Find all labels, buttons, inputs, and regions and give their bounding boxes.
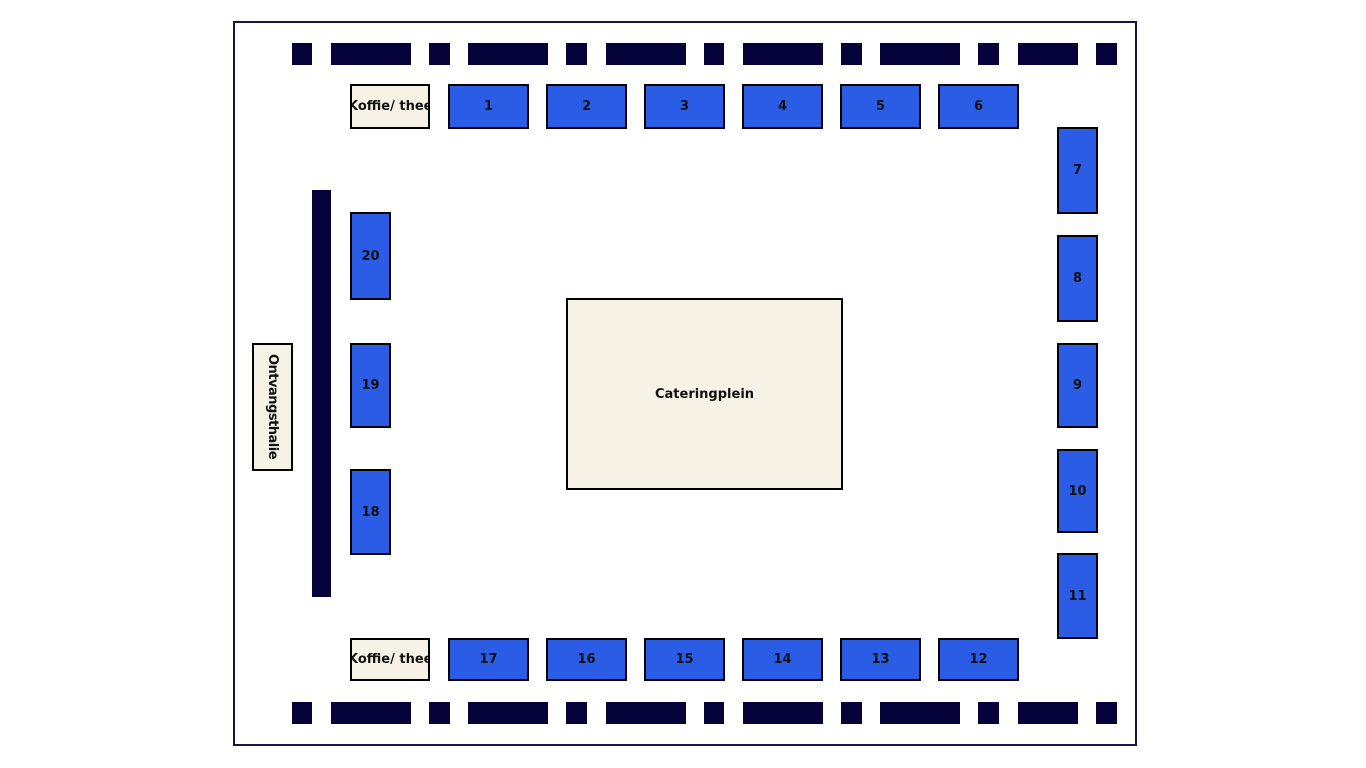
booth-2[interactable]: 2 [546, 84, 627, 129]
booth-4[interactable]: 4 [742, 84, 823, 129]
booth-3[interactable]: 3 [644, 84, 725, 129]
window-segment [1096, 702, 1117, 724]
booth-7[interactable]: 7 [1057, 127, 1098, 214]
window-segment [1096, 43, 1117, 65]
booth-18[interactable]: 18 [350, 469, 391, 555]
window-segment [880, 43, 960, 65]
booth-10[interactable]: 10 [1057, 449, 1098, 533]
window-segment [292, 702, 312, 724]
window-segment [841, 702, 862, 724]
window-segment [978, 43, 999, 65]
booth-19[interactable]: 19 [350, 343, 391, 428]
hall-outline [233, 21, 1137, 746]
booth-9[interactable]: 9 [1057, 343, 1098, 428]
coffee-tea-bottom[interactable]: Koffie/ thee [350, 638, 430, 681]
reception-counter-wall [312, 190, 331, 597]
window-segment [978, 702, 999, 724]
booth-5[interactable]: 5 [840, 84, 921, 129]
booth-17[interactable]: 17 [448, 638, 529, 681]
window-segment [292, 43, 312, 65]
booth-8[interactable]: 8 [1057, 235, 1098, 322]
booth-12[interactable]: 12 [938, 638, 1019, 681]
window-segment [743, 702, 823, 724]
booth-15[interactable]: 15 [644, 638, 725, 681]
window-segment [566, 43, 587, 65]
booth-16[interactable]: 16 [546, 638, 627, 681]
window-segment [743, 43, 823, 65]
catering-area[interactable]: Cateringplein [566, 298, 843, 490]
window-segment [331, 43, 411, 65]
window-segment [606, 702, 686, 724]
window-segment [704, 702, 724, 724]
booth-13[interactable]: 13 [840, 638, 921, 681]
window-segment [429, 43, 450, 65]
window-segment [429, 702, 450, 724]
window-segment [704, 43, 724, 65]
window-segment [468, 43, 548, 65]
reception-hall[interactable]: Ontvangsthalie [252, 343, 293, 471]
window-segment [331, 702, 411, 724]
window-segment [841, 43, 862, 65]
booth-1[interactable]: 1 [448, 84, 529, 129]
booth-14[interactable]: 14 [742, 638, 823, 681]
window-segment [566, 702, 587, 724]
booth-20[interactable]: 20 [350, 212, 391, 300]
window-segment [880, 702, 960, 724]
window-segment [1018, 702, 1078, 724]
booth-6[interactable]: 6 [938, 84, 1019, 129]
window-segment [468, 702, 548, 724]
reception-label: Ontvangsthalie [265, 354, 280, 460]
coffee-tea-top[interactable]: Koffie/ thee [350, 84, 430, 129]
booth-11[interactable]: 11 [1057, 553, 1098, 639]
window-segment [606, 43, 686, 65]
window-segment [1018, 43, 1078, 65]
